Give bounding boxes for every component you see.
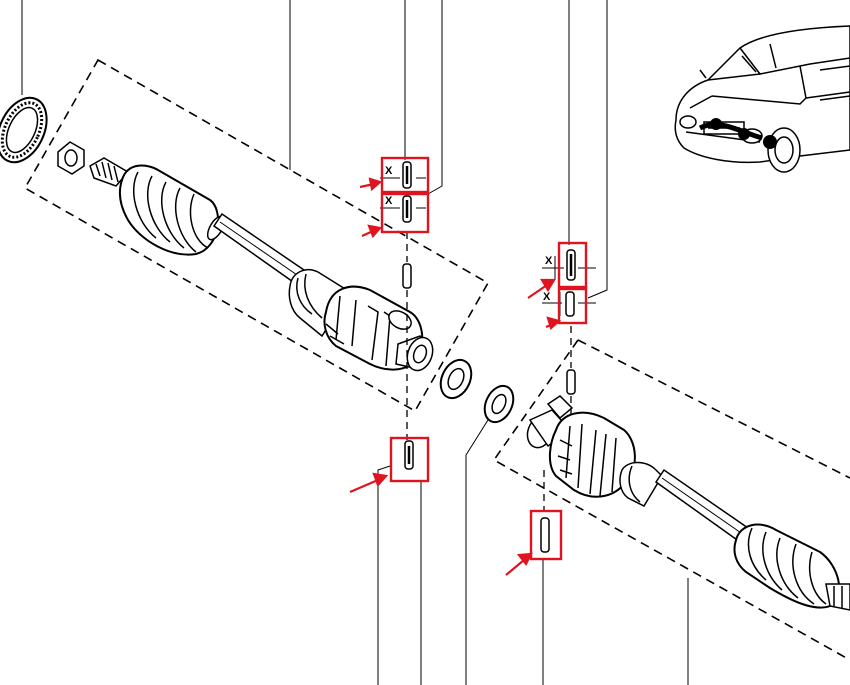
right-outer-boot	[733, 523, 840, 609]
highlight-box-left-lower	[380, 192, 430, 234]
arrow-right-bottom	[505, 552, 533, 576]
right-middle-roll-pin	[566, 369, 576, 395]
highlight-box-right-upper	[557, 241, 588, 289]
dimension-callouts	[380, 166, 596, 316]
left-middle-roll-pin	[402, 263, 412, 289]
right-oil-seal	[483, 384, 515, 424]
highlight-box-left-upper	[380, 156, 430, 194]
hub-nut	[57, 141, 85, 175]
highlight-box-left-bottom	[389, 436, 430, 483]
highlight-arrows	[349, 177, 562, 576]
highlighted-roll-pins	[402, 161, 576, 553]
highlight-box-right-bottom	[529, 509, 563, 561]
left-drive-shaft	[0, 96, 473, 400]
right-pin-axis	[543, 326, 572, 512]
highlight-box-right-lower	[557, 287, 588, 325]
dimension-label-left-upper: X	[385, 165, 393, 177]
right-tripod-housing	[549, 411, 636, 498]
leader-lines	[21, 0, 689, 685]
arrow-left-upper	[359, 177, 383, 192]
arrow-right-upper	[527, 278, 556, 299]
roll-pin-right-bottom	[540, 517, 550, 553]
dimension-label-right-lower: X	[543, 291, 551, 303]
right-drive-shaft	[483, 384, 850, 611]
dimension-label-left-lower: X	[385, 195, 393, 207]
arrow-right-lower	[545, 316, 562, 330]
roll-pin-right-lower	[565, 291, 575, 317]
arrow-left-lower	[361, 224, 383, 239]
left-output-stub	[395, 335, 434, 372]
left-oil-seal	[439, 358, 473, 400]
assembly-frames	[23, 58, 850, 661]
arrow-left-bottom	[349, 472, 389, 494]
highlight-boxes	[380, 156, 588, 561]
dimension-label-right-upper: X	[545, 255, 553, 267]
vehicle-illustration	[674, 25, 850, 173]
right-inner-boot	[619, 461, 663, 507]
left-outer-boot	[119, 164, 226, 256]
